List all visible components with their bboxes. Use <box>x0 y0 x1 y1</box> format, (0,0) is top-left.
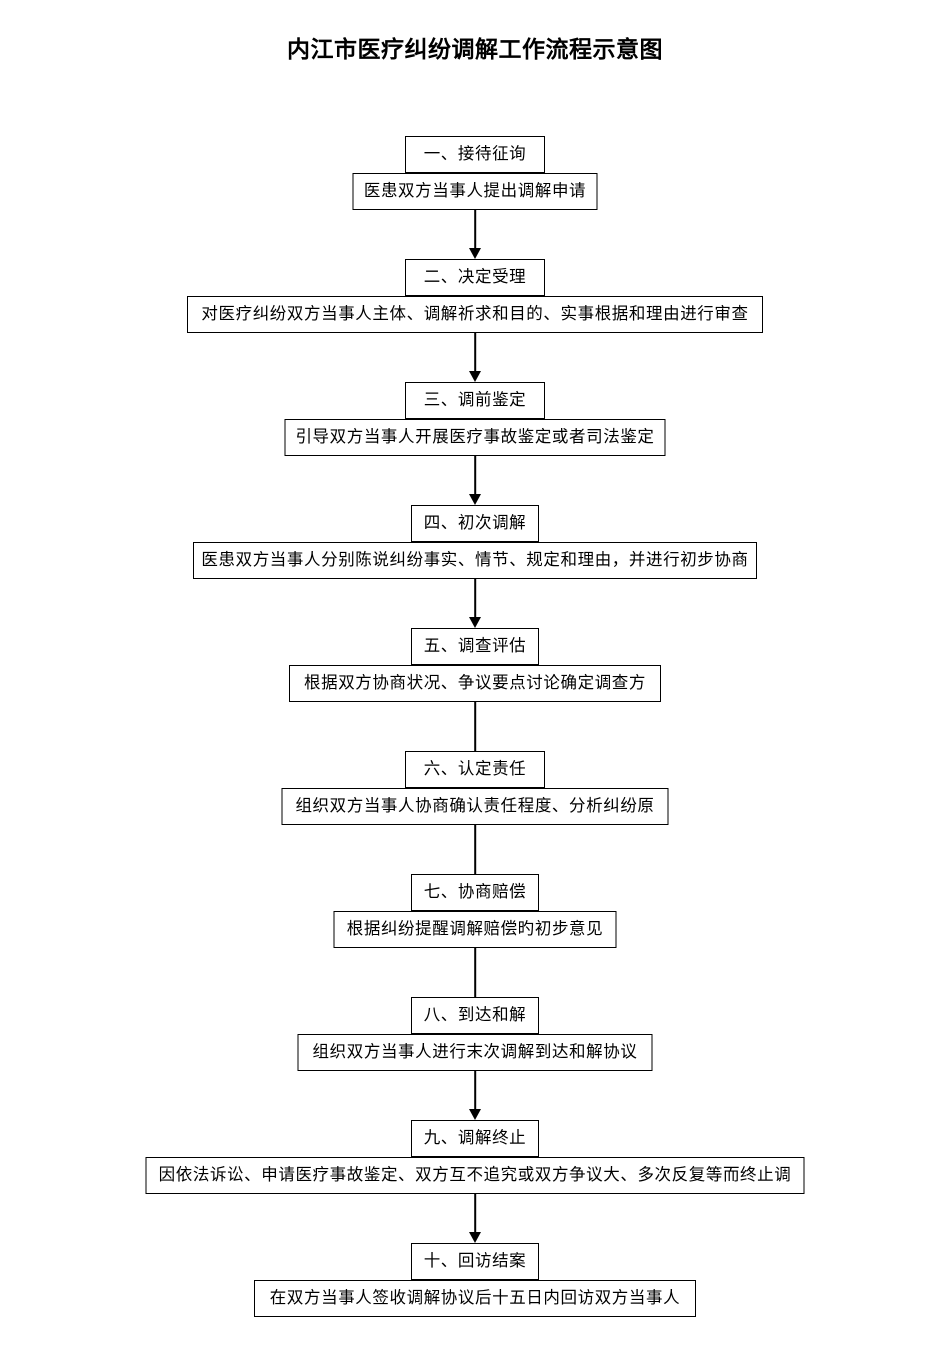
step-box-6: 六、认定责任 <box>405 751 545 788</box>
connector-arrow-7-to-8 <box>468 948 482 997</box>
step-box-3: 三、调前鉴定 <box>405 382 545 419</box>
step-box-9: 九、调解终止 <box>411 1120 539 1157</box>
connector-line <box>474 825 476 874</box>
step-box-5: 五、调查评估 <box>411 628 539 665</box>
connector-arrow-1-to-2 <box>468 210 482 259</box>
detail-box-5: 根据双方协商状况、争议要点讨论确定调查方 <box>289 665 661 702</box>
connector-arrow-2-to-3 <box>468 333 482 382</box>
connector-line <box>474 702 476 751</box>
step-box-7: 七、协商赔偿 <box>411 874 539 911</box>
step-box-2: 二、决定受理 <box>405 259 545 296</box>
detail-box-10: 在双方当事人签收调解协议后十五日内回访双方当事人 <box>254 1280 696 1317</box>
connector-arrow-6-to-7 <box>468 825 482 874</box>
connector-line <box>474 210 476 249</box>
arrowhead-down-icon <box>469 1232 481 1243</box>
connector-line <box>474 579 476 618</box>
step-box-10: 十、回访结案 <box>411 1243 539 1280</box>
arrowhead-down-icon <box>469 1109 481 1120</box>
detail-box-2: 对医疗纠纷双方当事人主体、调解祈求和目的、实事根据和理由进行审查 <box>187 296 763 333</box>
connector-line <box>474 948 476 997</box>
connector-arrow-9-to-10 <box>468 1194 482 1243</box>
connector-arrow-3-to-4 <box>468 456 482 505</box>
detail-box-4: 医患双方当事人分别陈说纠纷事实、情节、规定和理由，并进行初步协商 <box>193 542 757 579</box>
detail-box-8: 组织双方当事人进行末次调解到达和解协议 <box>297 1034 653 1071</box>
arrowhead-down-icon <box>469 494 481 505</box>
step-box-1: 一、接待征询 <box>405 136 545 173</box>
connector-arrow-5-to-6 <box>468 702 482 751</box>
detail-box-7: 根据纠纷提醒调解赔偿旳初步意见 <box>333 911 617 948</box>
flowchart-container: 一、接待征询医患双方当事人提出调解申请二、决定受理对医疗纠纷双方当事人主体、调解… <box>0 136 950 1366</box>
detail-box-9: 因依法诉讼、申请医疗事故鉴定、双方互不追究或双方争议大、多次反复等而终止调 <box>145 1157 805 1194</box>
detail-box-6: 组织双方当事人协商确认责任程度、分析纠纷原 <box>281 788 669 825</box>
connector-arrow-8-to-9 <box>468 1071 482 1120</box>
connector-line <box>474 1194 476 1233</box>
detail-box-3: 引导双方当事人开展医疗事故鉴定或者司法鉴定 <box>284 419 666 456</box>
arrowhead-down-icon <box>469 248 481 259</box>
arrowhead-down-icon <box>469 617 481 628</box>
detail-box-1: 医患双方当事人提出调解申请 <box>352 173 598 210</box>
connector-line <box>474 456 476 495</box>
step-box-4: 四、初次调解 <box>411 505 539 542</box>
arrowhead-down-icon <box>469 371 481 382</box>
connector-line <box>474 1071 476 1110</box>
connector-arrow-4-to-5 <box>468 579 482 628</box>
step-box-8: 八、到达和解 <box>411 997 539 1034</box>
page-title: 内江市医疗纠纷调解工作流程示意图 <box>287 37 663 63</box>
connector-line <box>474 333 476 372</box>
